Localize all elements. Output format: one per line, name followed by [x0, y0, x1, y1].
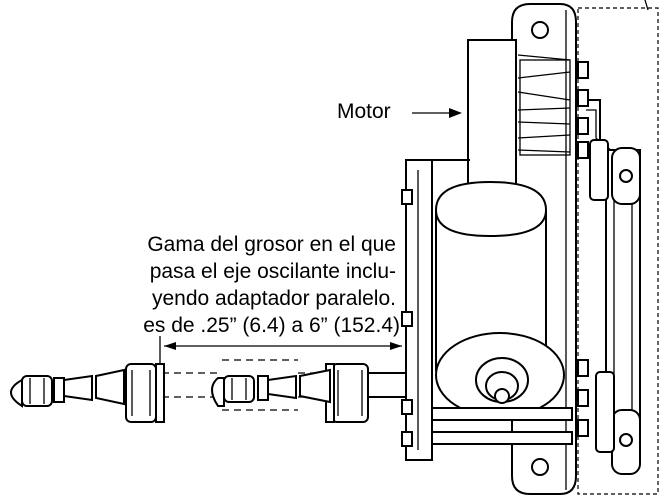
range-text-line-2: pasa el eje oscilante inclu-	[150, 260, 396, 283]
dimension-left-arrow	[164, 342, 176, 350]
adapter-middle	[211, 368, 331, 407]
motor-cylinder	[435, 180, 565, 418]
motor-arrow	[449, 108, 462, 118]
adapter-left	[10, 368, 125, 408]
motor-callout: Motor	[337, 100, 462, 123]
range-text-line-3: yendo adaptador paralelo.	[152, 287, 396, 310]
range-description: Gama del grosor en el que pasa el eje os…	[143, 233, 400, 337]
dashed-guard-outline	[577, 0, 659, 495]
range-text-line-1: Gama del grosor en el que	[147, 233, 396, 256]
range-text-line-4: es de .25” (6.4) a 6” (152.4)	[143, 314, 400, 337]
lower-frame-rails	[431, 407, 573, 445]
dimension-right-arrow	[390, 342, 402, 350]
thickness-dimension	[159, 336, 407, 364]
collar-nut-left	[125, 363, 165, 423]
plate-nuts	[577, 61, 589, 437]
linkage-arm	[580, 99, 641, 475]
motor-label: Motor	[337, 100, 391, 123]
collar-nut-right	[325, 363, 369, 423]
oscillating-shaft	[367, 372, 407, 398]
side-bracket	[401, 159, 470, 461]
